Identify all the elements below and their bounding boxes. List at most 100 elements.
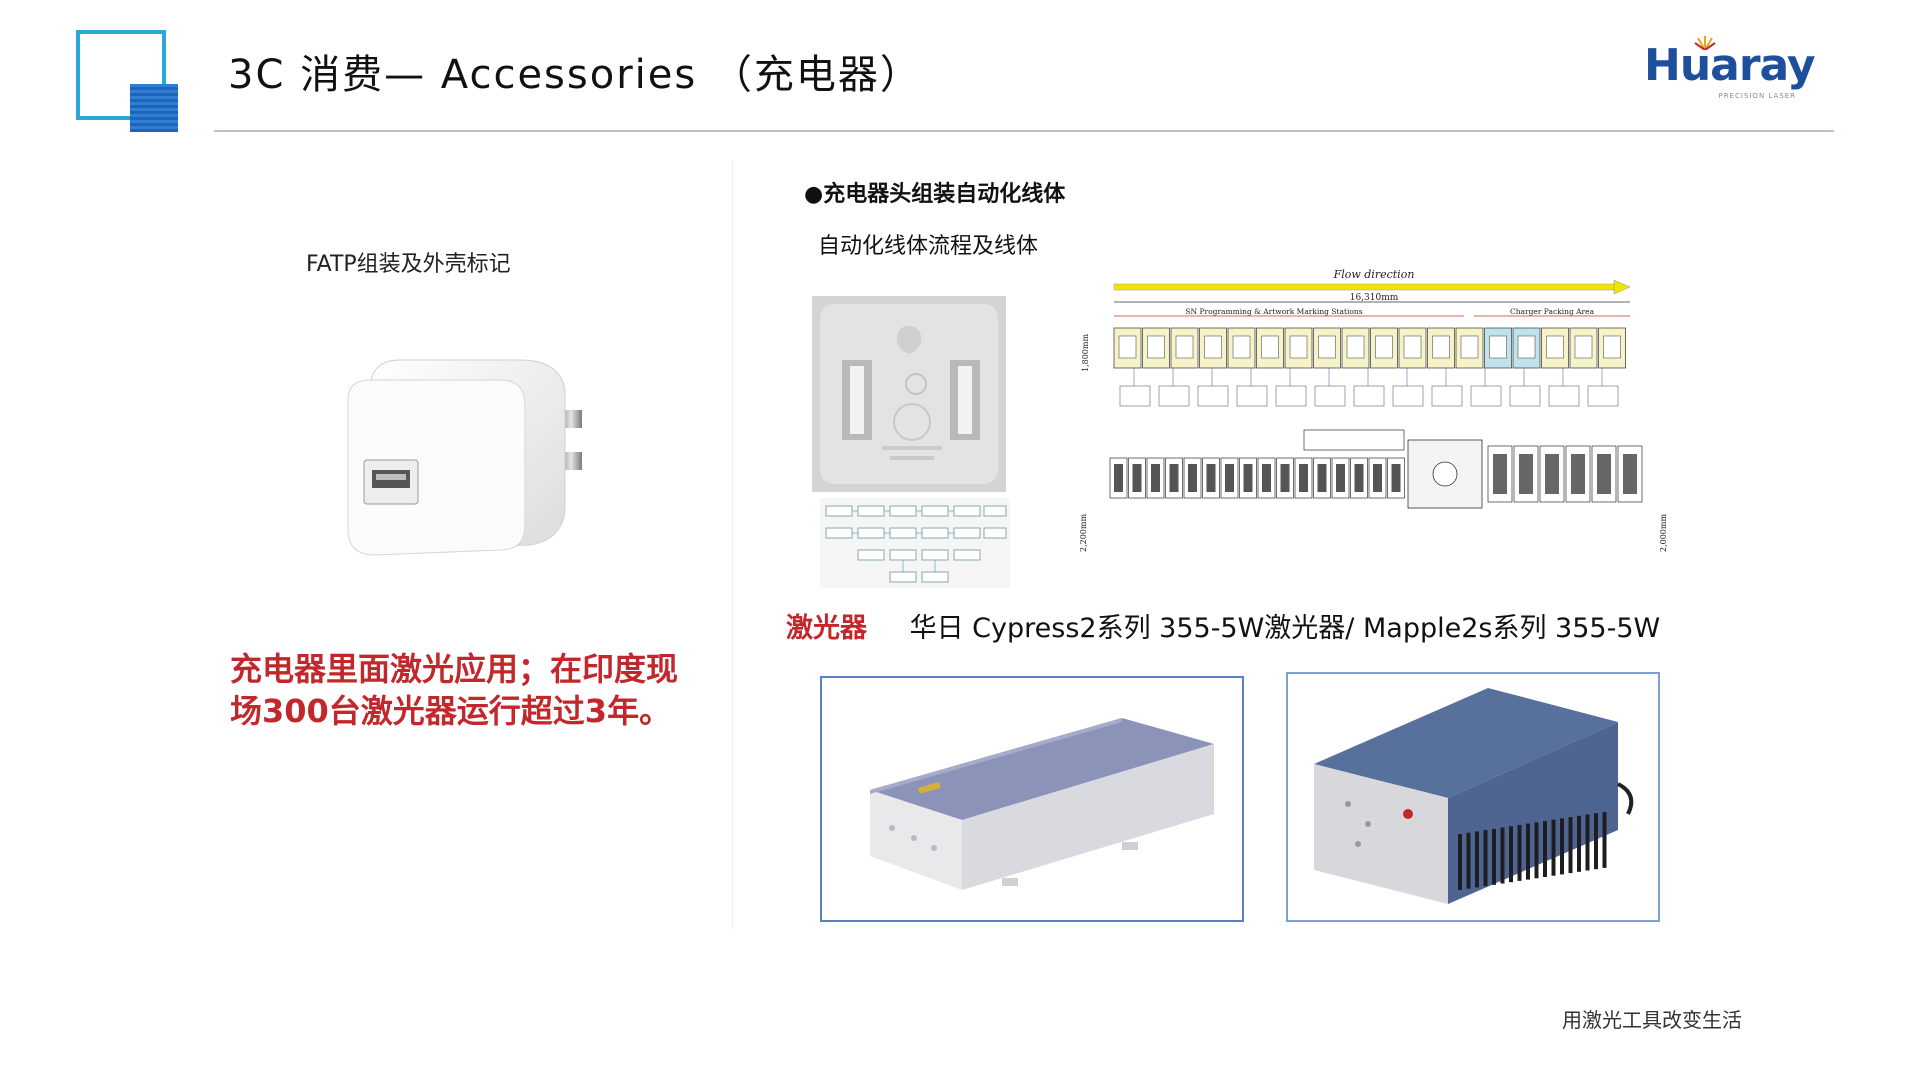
callout-box bbox=[1197, 385, 1229, 407]
page-title: 3C 消费— Accessories （充电器） bbox=[228, 52, 922, 98]
center-cell-turntable bbox=[1432, 461, 1458, 487]
cypress2-laser-image bbox=[870, 718, 1214, 890]
heat-sink-fin bbox=[1577, 815, 1581, 872]
bottom-station-core bbox=[1206, 464, 1216, 492]
bottom-station-core bbox=[1114, 464, 1123, 492]
sub-title: 自动化线体流程及线体 bbox=[818, 234, 1039, 259]
mapple2s-laser-image-frame bbox=[1286, 672, 1660, 922]
charger-marking-photo bbox=[812, 296, 1006, 492]
callout-box bbox=[1587, 385, 1619, 407]
heat-sink-fin bbox=[1492, 828, 1496, 885]
heat-sink-fin bbox=[1458, 834, 1462, 890]
station-unit bbox=[1199, 327, 1227, 369]
station-window bbox=[1175, 335, 1194, 359]
fatp-label: FATP组装及外壳标记 bbox=[306, 252, 511, 277]
station-window bbox=[1147, 335, 1165, 359]
bottom-station-core bbox=[1317, 464, 1327, 492]
packing-station-core bbox=[1623, 454, 1637, 494]
heat-sink-fin bbox=[1483, 830, 1488, 887]
heat-sink-fin bbox=[1466, 832, 1471, 889]
cypress2-laser-image-frame bbox=[820, 676, 1244, 922]
bullet-title: ●充电器头组装自动化线体 bbox=[804, 182, 1066, 207]
callout-box bbox=[1470, 385, 1502, 407]
footer-slogan: 用激光工具改变生活 bbox=[1562, 1008, 1742, 1032]
application-note: 充电器里面激光应用；在印度现场300台激光器运行超过3年。 bbox=[230, 650, 679, 730]
dimension-label-3: 2,000mm bbox=[1659, 514, 1668, 552]
laser-info: 激光器 华日 Cypress2系列 355-5W激光器/ Mapple2s系列 … bbox=[786, 606, 1660, 645]
line-length-label: 16,310mm bbox=[1350, 293, 1399, 303]
packing-station-core bbox=[1571, 454, 1585, 494]
logo-subtitle: PRECISION LASER bbox=[1718, 92, 1796, 100]
callout-box bbox=[1431, 385, 1463, 407]
logo-wordmark: Huaray bbox=[1644, 40, 1816, 91]
station-window bbox=[1318, 335, 1336, 359]
station-window bbox=[1261, 335, 1279, 359]
bottom-station-core bbox=[1391, 464, 1401, 492]
heat-sink-fin bbox=[1585, 814, 1590, 871]
callout-box bbox=[1509, 385, 1541, 407]
callout-box bbox=[1548, 385, 1580, 407]
charger-product-image bbox=[347, 359, 582, 556]
callout-box bbox=[1236, 385, 1268, 407]
station-window bbox=[1346, 335, 1365, 359]
heat-sink-fin bbox=[1526, 823, 1530, 880]
callout-box bbox=[1314, 385, 1346, 407]
laser-label: 激光器 bbox=[786, 613, 867, 644]
bottom-station-core bbox=[1262, 464, 1271, 492]
callout-box bbox=[1392, 385, 1424, 407]
station-window bbox=[1574, 335, 1593, 359]
heat-sink-fin bbox=[1568, 817, 1573, 874]
bottom-station-core bbox=[1225, 464, 1234, 492]
station-window bbox=[1603, 335, 1621, 359]
process-flow-thumbnail bbox=[820, 498, 1010, 588]
bottom-station-core bbox=[1280, 464, 1290, 492]
station-window bbox=[1460, 335, 1479, 359]
station-window bbox=[1489, 335, 1507, 359]
station-window bbox=[1546, 335, 1564, 359]
packing-area-label: Charger Packing Area bbox=[1510, 307, 1595, 316]
station-unit bbox=[1398, 327, 1427, 369]
bottom-station-core bbox=[1336, 464, 1345, 492]
flow-direction-label: Flow direction bbox=[1333, 268, 1415, 281]
header-divider bbox=[214, 130, 1834, 132]
packing-station-core bbox=[1597, 454, 1611, 494]
bottom-station-core bbox=[1188, 464, 1197, 492]
logo-spark-icon bbox=[1694, 36, 1716, 50]
station-window bbox=[1118, 335, 1137, 359]
column-divider bbox=[732, 160, 733, 930]
station-window bbox=[1375, 335, 1393, 359]
heat-sink-fin bbox=[1509, 826, 1513, 883]
station-window bbox=[1232, 335, 1251, 359]
heat-sink-fin bbox=[1560, 818, 1564, 875]
heat-sink-fin bbox=[1543, 821, 1547, 877]
packing-station-core bbox=[1519, 454, 1533, 494]
header-decoration-outline bbox=[76, 30, 166, 120]
packing-station-core bbox=[1493, 454, 1507, 494]
upper-module bbox=[1303, 429, 1405, 451]
automation-line-diagram: Flow direction 16,310mm SN Programming &… bbox=[1074, 262, 1674, 582]
heat-sink-fin bbox=[1475, 831, 1479, 888]
heat-sink-fin bbox=[1517, 824, 1522, 881]
heat-sink-fin bbox=[1500, 827, 1505, 884]
bottom-station-core bbox=[1169, 464, 1179, 492]
bottom-station-core bbox=[1151, 464, 1160, 492]
sn-area-label: SN Programming & Artwork Marking Station… bbox=[1185, 307, 1362, 316]
bottom-station-core bbox=[1299, 464, 1308, 492]
brand-logo: Huaray PRECISION LASER bbox=[1644, 36, 1824, 106]
bottom-station-core bbox=[1243, 464, 1253, 492]
callout-box bbox=[1119, 385, 1151, 407]
bottom-station-core bbox=[1373, 464, 1382, 492]
heat-sink-fin bbox=[1602, 811, 1607, 868]
heat-sink-fin bbox=[1551, 819, 1556, 876]
station-window bbox=[1403, 335, 1422, 359]
bottom-station-core bbox=[1132, 464, 1142, 492]
header-decoration-fill bbox=[130, 84, 178, 132]
station-window bbox=[1289, 335, 1308, 359]
heat-sink-fin bbox=[1534, 822, 1539, 879]
station-window bbox=[1517, 335, 1536, 359]
mapple2s-laser-image bbox=[1314, 688, 1634, 904]
station-window bbox=[1432, 335, 1450, 359]
callout-box bbox=[1158, 385, 1190, 407]
callout-box bbox=[1275, 385, 1307, 407]
packing-station-core bbox=[1545, 454, 1559, 494]
